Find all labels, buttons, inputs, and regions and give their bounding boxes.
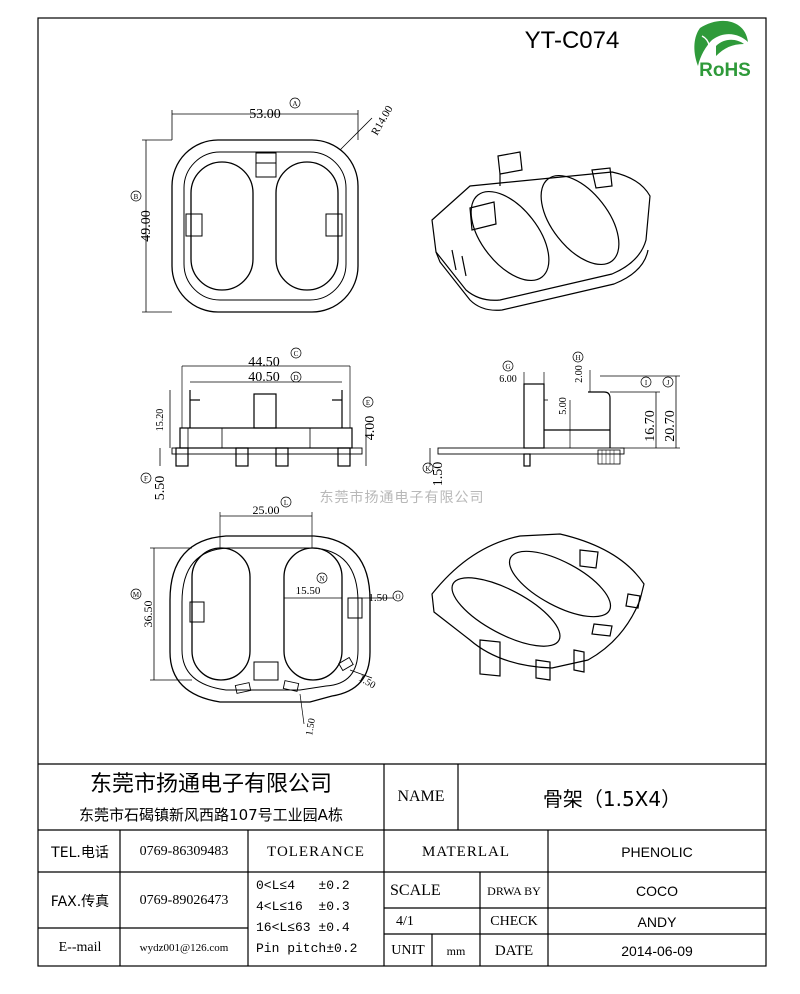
front-view xyxy=(159,365,367,467)
ref-bubble-j: J xyxy=(662,376,674,388)
tolerance-row: 4<L≤16 ±0.3 xyxy=(256,899,350,914)
part-number: YT-C074 xyxy=(525,27,620,54)
dim-front-base: 5.50 xyxy=(153,476,168,501)
ref-bubble-f: F xyxy=(140,472,152,484)
name-value: 骨架（1.5X4） xyxy=(542,786,682,811)
drawn-value: COCO xyxy=(636,883,678,899)
svg-text:H: H xyxy=(575,354,580,362)
unit-value: mm xyxy=(446,943,466,958)
top-view xyxy=(142,110,373,313)
check-value: ANDY xyxy=(637,914,677,930)
ref-bubble-h: H xyxy=(572,351,584,363)
svg-text:I: I xyxy=(645,379,648,387)
iso-view-lower xyxy=(431,533,645,681)
scale-label: SCALE xyxy=(390,882,441,899)
dim-side-step: 2.00 xyxy=(574,365,585,383)
svg-text:A: A xyxy=(292,100,297,108)
dim-bottom-width: 25.00 xyxy=(253,503,280,517)
dim-bottom-notch-b: 1.50 xyxy=(304,717,318,736)
ref-bubble-e: E xyxy=(362,396,374,408)
dim-front-outer: 44.50 xyxy=(248,355,280,370)
svg-text:F: F xyxy=(144,475,148,483)
ref-bubble-c: C xyxy=(290,347,302,359)
svg-text:G: G xyxy=(505,363,510,371)
dim-bottom-slot: 15.50 xyxy=(296,585,321,597)
ref-bubble-m: M xyxy=(130,588,142,600)
bottom-view xyxy=(150,512,394,725)
material-label: MATERLAL xyxy=(422,843,510,860)
ref-bubble-i: I xyxy=(640,376,652,388)
svg-text:C: C xyxy=(294,350,299,358)
ref-bubble-b: B xyxy=(130,190,142,202)
ref-bubble-n: N xyxy=(316,572,328,584)
svg-text:N: N xyxy=(319,575,324,583)
tolerance-row: Pin pitch±0.2 xyxy=(256,941,358,956)
material-value: PHENOLIC xyxy=(621,844,693,860)
svg-text:L: L xyxy=(284,499,288,507)
svg-text:M: M xyxy=(133,591,140,599)
dim-bottom-notch-a: 1.50 xyxy=(357,673,378,691)
name-label: NAME xyxy=(397,788,445,805)
ref-bubble-g: G xyxy=(502,360,514,372)
check-label: CHECK xyxy=(490,914,538,929)
side-view xyxy=(429,370,680,467)
date-value: 2014-06-09 xyxy=(621,943,693,959)
date-label: DATE xyxy=(494,942,534,959)
iso-view-upper xyxy=(431,151,651,311)
tolerance-row: 0<L≤4 ±0.2 xyxy=(256,878,350,893)
dim-side-h2: 20.70 xyxy=(663,410,678,442)
svg-text:E: E xyxy=(366,399,370,407)
dim-top-radius: R14.00 xyxy=(369,103,396,137)
svg-text:O: O xyxy=(395,593,400,601)
rohs-label: RoHS xyxy=(699,60,751,81)
drawn-label: DRWA BY xyxy=(487,883,541,898)
tolerance-row: 16<L≤63 ±0.4 xyxy=(256,920,350,935)
dim-bottom-side: 1.50 xyxy=(368,592,388,604)
watermark: 东莞市扬通电子有限公司 xyxy=(320,489,485,505)
svg-text:J: J xyxy=(667,379,670,387)
dim-top-height: 49.00 xyxy=(139,210,154,242)
email-value: wydz001@126.com xyxy=(139,942,229,954)
title-block-grid xyxy=(38,763,766,966)
dim-side-base: 1.50 xyxy=(431,462,446,487)
dim-front-left-height: 15.20 xyxy=(155,409,166,432)
scale-value: 4/1 xyxy=(396,914,414,929)
svg-text:B: B xyxy=(134,193,139,201)
tolerance-list: 0<L≤4 ±0.2 4<L≤16 ±0.3 16<L≤63 ±0.4 Pin … xyxy=(256,878,382,964)
ref-bubble-k: K xyxy=(422,462,434,474)
dim-front-inner: 40.50 xyxy=(248,370,280,385)
ref-bubble-o: O xyxy=(392,590,404,602)
tolerance-label: TOLERANCE xyxy=(267,843,365,860)
drawing-border xyxy=(37,17,767,967)
dim-front-right-height: 4.00 xyxy=(363,416,378,441)
fax-value: 0769-89026473 xyxy=(139,893,229,908)
svg-text:K: K xyxy=(425,465,430,473)
ref-bubble-l: L xyxy=(280,496,292,508)
tel-value: 0769-86309483 xyxy=(139,844,229,859)
dim-bottom-height: 36.50 xyxy=(141,601,155,628)
svg-text:D: D xyxy=(293,374,298,382)
email-label: E--mail xyxy=(58,940,102,955)
dim-side-h1: 16.70 xyxy=(643,410,658,442)
fax-label: FAX.传真 xyxy=(50,894,110,910)
ref-bubble-d: D xyxy=(290,371,302,383)
dim-side-mid: 5.00 xyxy=(558,397,569,415)
company-address: 东莞市石碣镇新风西路107号工业园A栋 xyxy=(79,805,343,824)
tel-label: TEL.电话 xyxy=(51,845,109,861)
company-name: 东莞市扬通电子有限公司 xyxy=(89,772,332,797)
unit-label: UNIT xyxy=(391,943,425,958)
dim-side-top: 6.00 xyxy=(499,374,517,385)
dim-top-width: 53.00 xyxy=(249,107,281,122)
rohs-logo: RoHS xyxy=(694,20,751,81)
ref-bubble-a: A xyxy=(289,97,301,109)
